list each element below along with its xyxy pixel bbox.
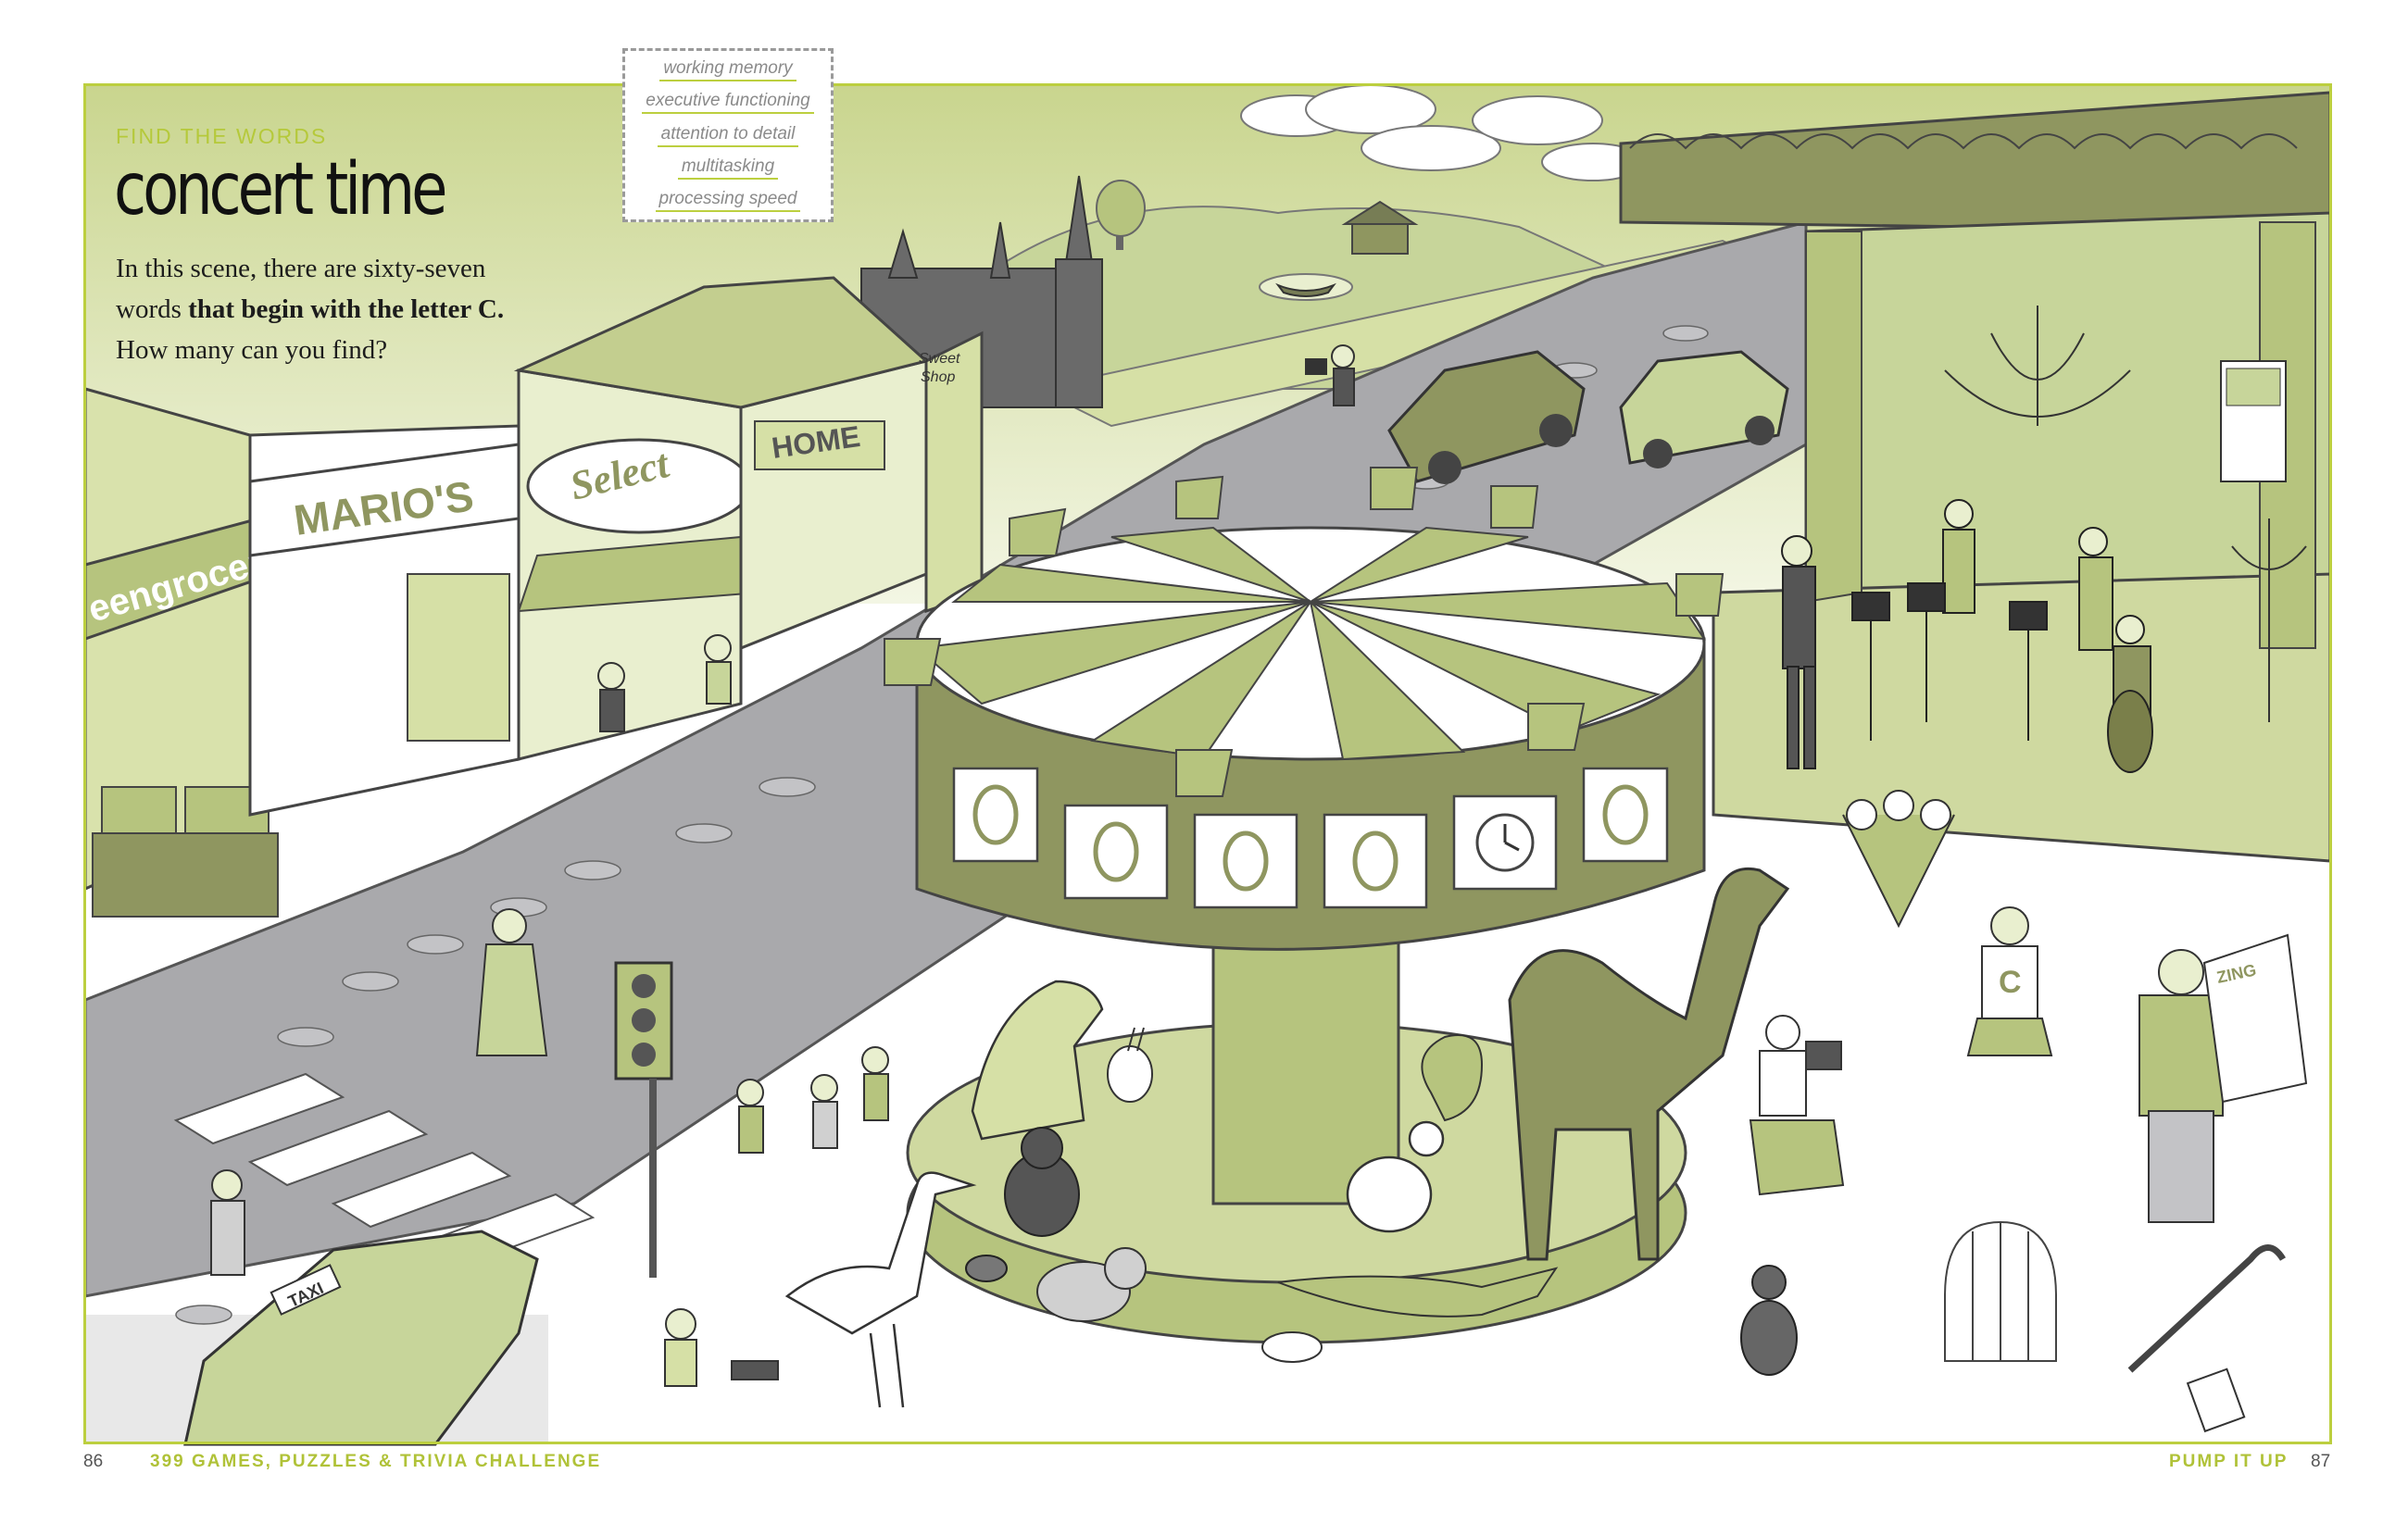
- birdcage: [1944, 1220, 2057, 1362]
- candelabra: [2231, 518, 2307, 722]
- skill-label: working memory: [659, 58, 796, 81]
- storefront-select: Select: [517, 368, 761, 761]
- calendar: [2220, 360, 2287, 482]
- instructions-text: words: [116, 294, 189, 324]
- cheerleader: C: [1966, 906, 2053, 1056]
- crocodile: [1277, 1267, 1559, 1317]
- section-kicker: FIND THE WORDS: [116, 124, 328, 148]
- cafe-patrons: [597, 634, 732, 732]
- dove: [1261, 1331, 1323, 1363]
- right-page-number: 87: [2311, 1452, 2331, 1471]
- cobra: [1421, 1034, 1484, 1122]
- instructions-line: How many can you find?: [116, 335, 388, 365]
- skill-label: executive functioning: [642, 91, 814, 115]
- crane-bird: [784, 1171, 977, 1408]
- instructions-emphasis: that begin with the letter C.: [188, 294, 505, 324]
- concert-stage: [1619, 91, 2332, 863]
- skill-label: multitasking: [677, 156, 779, 180]
- storefront-marios: MARIO'S: [248, 424, 520, 817]
- puzzle-title: concert time: [114, 148, 447, 231]
- flower-bouquet: [1842, 790, 1955, 929]
- children-walking: [736, 1046, 889, 1154]
- canoe: [1259, 273, 1353, 301]
- skills-box: working memory executive functioning att…: [622, 48, 834, 222]
- tree: [1096, 180, 1146, 250]
- storefront-sweet-shop: Sweet Shop: [919, 331, 984, 614]
- carousel-flags: [884, 467, 1724, 797]
- cheerleader-letter: C: [1999, 965, 2022, 1000]
- camel: [1508, 867, 1790, 1261]
- crab: [965, 1255, 1008, 1282]
- left-page-number: 86: [83, 1452, 104, 1471]
- left-running-head: 399 GAMES, PUZZLES & TRIVIA CHALLENGE: [150, 1452, 602, 1471]
- rabbit: [1107, 1027, 1153, 1103]
- log-cabin: [1341, 200, 1419, 255]
- traffic-light: [614, 961, 673, 1278]
- carousel-clock: [1475, 813, 1535, 872]
- camera-photographer: [1305, 344, 1355, 406]
- taxi: TAXI: [183, 1230, 539, 1446]
- cat: [1740, 1265, 1798, 1376]
- calculator: [2186, 1367, 2246, 1433]
- puzzle-instructions: In this scene, there are sixty-seven wor…: [116, 248, 597, 370]
- skill-label: processing speed: [655, 189, 801, 212]
- instructions-line: In this scene, there are sixty-seven: [116, 254, 486, 283]
- pig: [1036, 1247, 1147, 1322]
- cheetah: [971, 980, 1104, 1141]
- sweet-shop-sign-line1: Sweet: [919, 351, 960, 367]
- chimpanzee: [1004, 1127, 1080, 1237]
- crosswalk: [173, 1072, 596, 1270]
- woman-with-coat: [475, 908, 548, 1056]
- conductor: [1781, 535, 1816, 769]
- cello-player: [2107, 615, 2153, 773]
- clown: [2138, 949, 2224, 1223]
- chandelier: [1944, 306, 2131, 426]
- right-running-head: PUMP IT UP: [2169, 1452, 2289, 1471]
- clarinet-player: [1942, 499, 1975, 614]
- cane: [2127, 1244, 2287, 1373]
- chicken: [1346, 1120, 1445, 1233]
- man-hailing-taxi: [210, 1169, 245, 1276]
- circus-poster: ZING: [2202, 933, 2308, 1104]
- car-dark: [1387, 350, 1586, 484]
- man-with-laptop: [1749, 1015, 1845, 1196]
- music-stands: [1851, 582, 2048, 741]
- skill-label: attention to detail: [657, 124, 799, 147]
- instructions-line: words that begin with the letter C.: [116, 289, 597, 330]
- sweet-shop-sign-line2: Shop: [921, 369, 955, 385]
- clouds: [1240, 84, 1645, 181]
- car-compact: [1619, 350, 1789, 468]
- violin-player: [2078, 527, 2113, 651]
- boy-with-train: [664, 1308, 779, 1387]
